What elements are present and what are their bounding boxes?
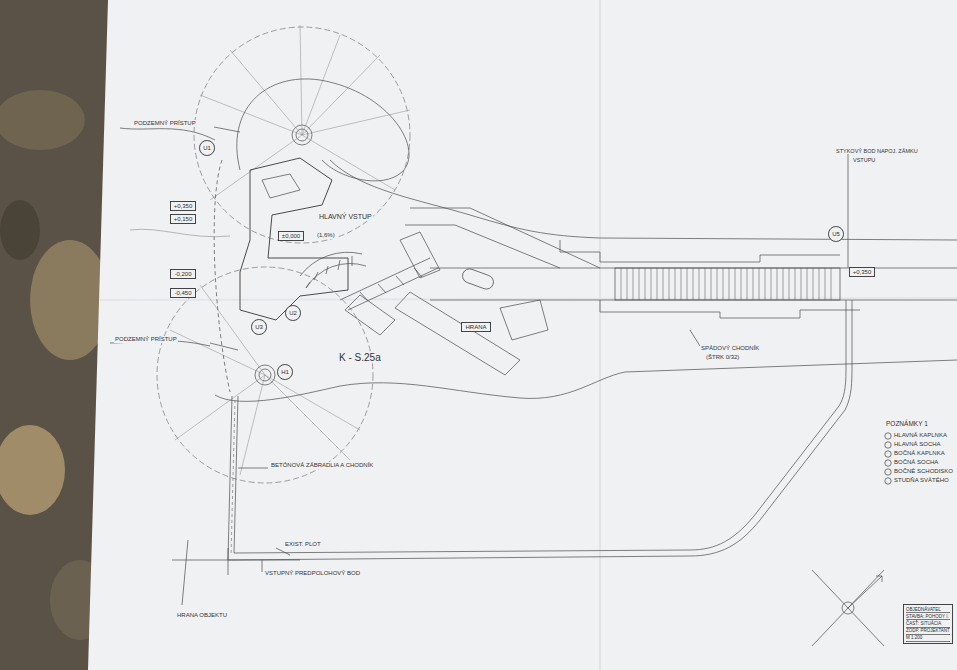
- level-tag: -0,450: [170, 288, 195, 299]
- plan-label: SPÁDOVÝ CHODNÍK: [700, 345, 760, 352]
- callout-circle: U1: [199, 140, 215, 156]
- title-block-text: M 1:200: [906, 635, 950, 642]
- level-text: ±0,000: [282, 233, 300, 239]
- plan-label: EXIST. PLOT: [284, 541, 322, 548]
- legend-symbol: [884, 450, 892, 458]
- plan-label: (ŠTRK 0/32): [705, 354, 740, 361]
- plan-label: K - S.25a: [338, 352, 382, 363]
- title-block-text: OBJEDNÁVATEĽ: [906, 606, 950, 613]
- legend-text: HLAVNÁ KAPLNKA: [894, 432, 947, 439]
- plan-label: BETÓNOVÁ ZÁBRADLIA A CHODNÍK: [270, 462, 374, 469]
- legend-symbol: [884, 459, 892, 467]
- plan-label: (1,6%): [316, 232, 336, 239]
- level-text: -0,200: [174, 271, 191, 277]
- legend-text: BOČNÁ SOCHA: [894, 459, 938, 466]
- callout-number: U2: [289, 310, 297, 316]
- legend-symbol: [884, 432, 892, 440]
- plan-label: VSTUPNÝ PREDPOLOHOVÝ BOD: [264, 570, 361, 577]
- plan-label: HLAVNÝ VSTUP: [318, 213, 373, 221]
- level-tag: +0,150: [170, 214, 197, 225]
- level-tag: -0,200: [170, 269, 195, 280]
- callout-circle: U2: [285, 305, 301, 321]
- callout-number: U1: [203, 145, 211, 151]
- callout-number: H1: [281, 369, 289, 375]
- title-block-text: ZODP. PROJEKTANT: [906, 628, 950, 635]
- level-text: HRANA: [465, 324, 486, 330]
- legend-text: HLAVNÁ SOCHA: [894, 441, 941, 448]
- title-block: OBJEDNÁVATEĽSTAVBA: POHODY I.ČASŤ: SITUÁ…: [903, 604, 953, 644]
- plan-label: VSTUPU: [852, 157, 876, 163]
- legend-text: STUDŇA SVÄTÉHO: [894, 477, 949, 484]
- plan-label: POZNÁMKY 1: [885, 420, 929, 427]
- level-text: +0,350: [853, 269, 872, 275]
- legend-symbol: [884, 477, 892, 485]
- level-tag: ±0,000: [278, 231, 304, 242]
- legend-swatch: [885, 477, 891, 483]
- legend-swatch: [885, 441, 891, 447]
- level-tag: +0,350: [849, 267, 876, 278]
- legend-text: BOČNÉ SCHODISKO: [894, 468, 953, 475]
- legend-symbol: [884, 441, 892, 449]
- level-text: -0,450: [174, 290, 191, 296]
- level-text: +0,350: [174, 203, 193, 209]
- plan-label: PODZEMNÝ PRÍSTUP: [133, 120, 197, 127]
- plan-label: HRANA OBJEKTU: [176, 612, 228, 619]
- legend-swatch: [885, 450, 891, 456]
- callout-circle: H1: [277, 364, 293, 380]
- legend-swatch: [885, 459, 891, 465]
- callout-circle: U5: [828, 226, 844, 242]
- legend-swatch: [885, 468, 891, 474]
- level-text: +0,150: [174, 216, 193, 222]
- callout-circle: U3: [251, 319, 267, 335]
- callout-number: U5: [832, 231, 840, 237]
- callout-number: U3: [255, 324, 263, 330]
- level-tag: +0,350: [170, 201, 197, 212]
- legend-swatch: [885, 432, 891, 438]
- title-block-text: STAVBA: POHODY I.: [906, 613, 950, 620]
- plan-label: PODZEMNÝ PRÍSTUP: [114, 336, 178, 343]
- plan-label: STYKOVÝ BOD NAPOJ. ZÁMKU: [835, 148, 919, 154]
- level-tag: HRANA: [461, 322, 490, 333]
- legend-symbol: [884, 468, 892, 476]
- title-block-text: ČASŤ: SITUÁCIA: [906, 620, 950, 627]
- legend-text: BOČNÁ KAPLNKA: [894, 450, 945, 457]
